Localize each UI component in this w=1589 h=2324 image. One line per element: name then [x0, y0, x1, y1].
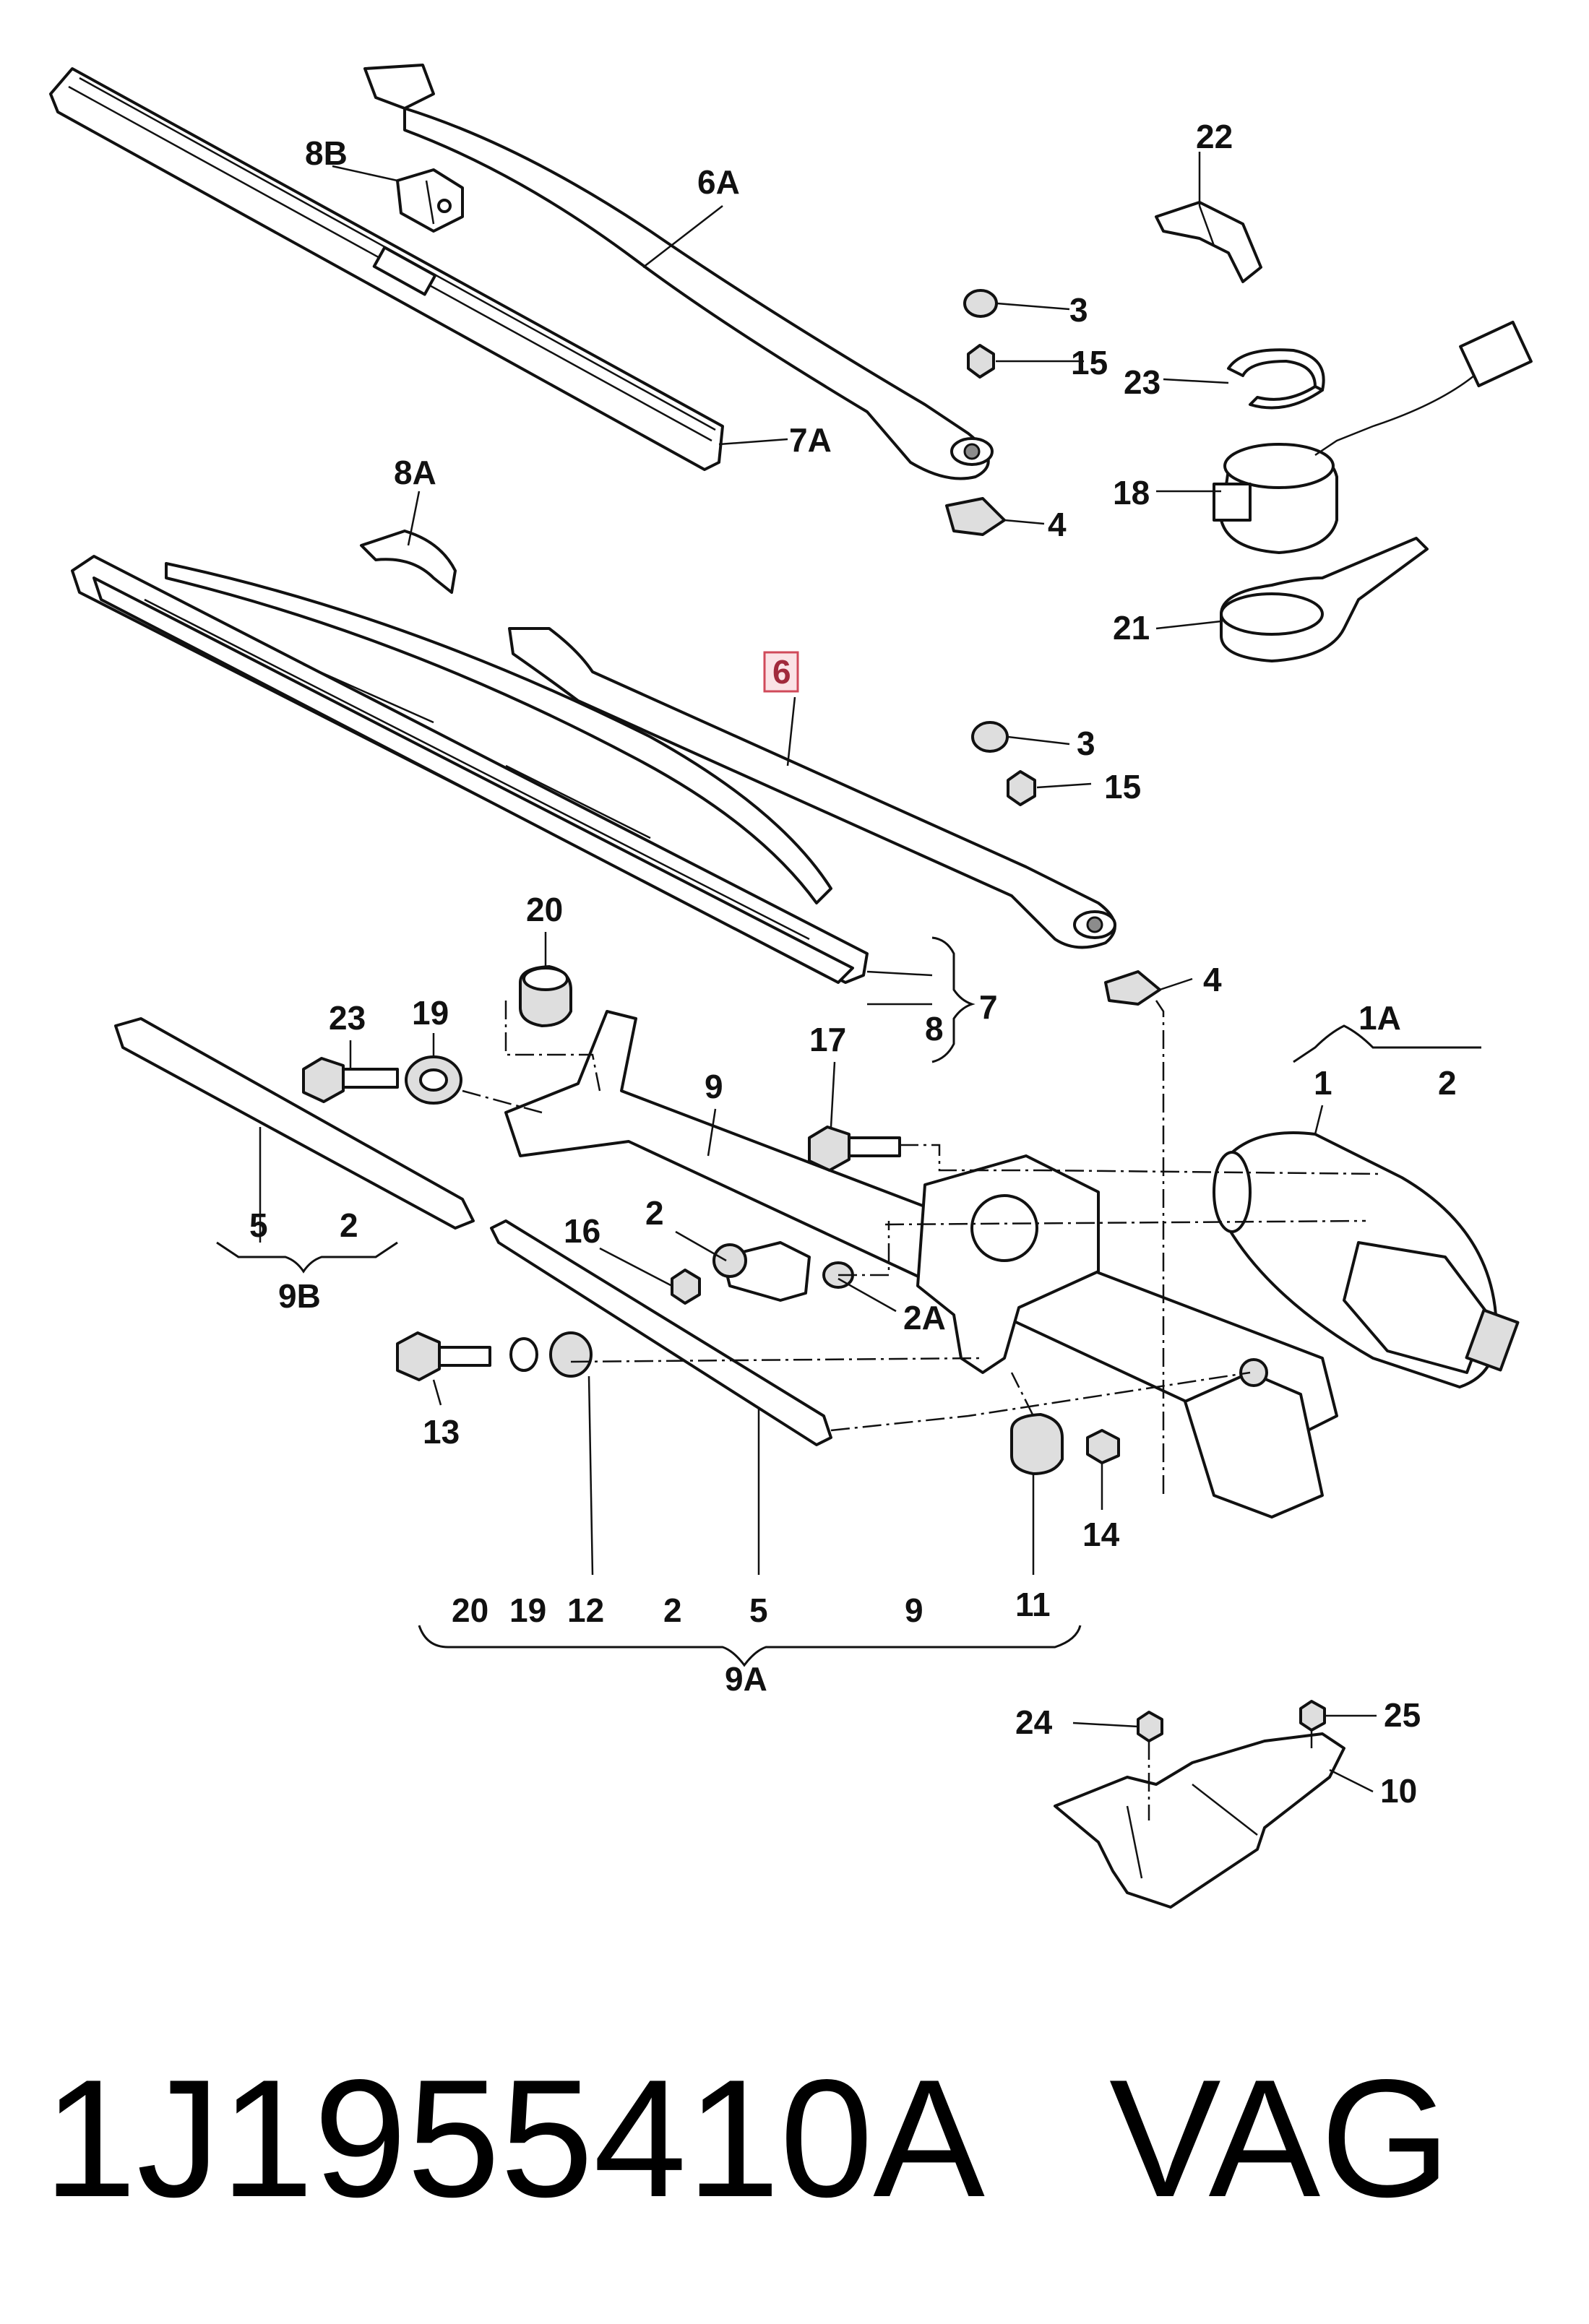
motor-cover-18: [1213, 320, 1533, 554]
callout-9a-item-12[interactable]: 12: [567, 1591, 604, 1629]
bracket-22: [1155, 201, 1262, 283]
callout-1[interactable]: 1: [1314, 1064, 1332, 1102]
callout-8[interactable]: 8: [925, 1010, 944, 1047]
bushing-19: [405, 1055, 462, 1105]
callout-1a[interactable]: 1A: [1358, 999, 1401, 1037]
callout-labels: 8B 6A 22 3 15 23 7A 8A 18 4 21 6 3 15 20…: [249, 118, 1457, 1810]
callout-9a-item-9[interactable]: 9: [905, 1591, 923, 1629]
bolt-13: [396, 1331, 491, 1381]
nut-24: [1137, 1711, 1163, 1742]
callout-4-top[interactable]: 4: [1048, 506, 1067, 543]
callout-6a[interactable]: 6A: [697, 163, 740, 201]
rod-9b: [114, 1017, 475, 1230]
callout-25[interactable]: 25: [1384, 1696, 1421, 1734]
callout-3-top[interactable]: 3: [1069, 291, 1088, 329]
leader-lines: [259, 152, 1377, 1793]
callout-9a-item-11[interactable]: 11: [1015, 1586, 1051, 1623]
clip-8a: [360, 530, 457, 594]
wiper-blade-8: [71, 555, 869, 984]
callout-2a[interactable]: 2A: [903, 1299, 946, 1336]
nut-15-mid: [1007, 770, 1036, 806]
callout-16[interactable]: 16: [564, 1212, 600, 1250]
callout-2-right[interactable]: 2: [1438, 1064, 1457, 1102]
washer-4-mid: [1104, 970, 1161, 1006]
callout-9a-item-2[interactable]: 2: [663, 1591, 682, 1629]
callout-2-mid[interactable]: 2: [645, 1194, 664, 1232]
callout-21[interactable]: 21: [1113, 609, 1150, 647]
wiper-blade-7a: [49, 67, 724, 471]
bushing-11: [1010, 1413, 1064, 1475]
callout-20[interactable]: 20: [526, 891, 563, 928]
highlight-box-6: [763, 651, 799, 693]
callout-3-mid[interactable]: 3: [1077, 725, 1095, 762]
motor-cup-21: [1220, 537, 1429, 662]
callout-8a[interactable]: 8A: [394, 454, 436, 491]
cap-3-mid: [971, 721, 1009, 753]
wiper-arm-6a: [363, 64, 994, 480]
callout-9[interactable]: 9: [705, 1068, 723, 1105]
callout-9b[interactable]: 9B: [278, 1277, 321, 1315]
callout-9a-item-20[interactable]: 20: [452, 1591, 488, 1629]
nut-14: [1086, 1429, 1120, 1464]
callout-9a[interactable]: 9A: [725, 1660, 767, 1698]
callout-8b[interactable]: 8B: [305, 134, 348, 172]
nut-25: [1299, 1700, 1326, 1732]
wiper-arm-6: [508, 627, 1116, 949]
crank-2: [712, 1241, 811, 1302]
callout-13[interactable]: 13: [423, 1413, 460, 1451]
assembly-dashed-lines: [462, 1000, 1381, 1820]
drive-rod-9a-5: [490, 1219, 832, 1446]
callout-5-left[interactable]: 5: [249, 1206, 268, 1244]
bushing-12b: [549, 1331, 593, 1378]
callout-22[interactable]: 22: [1196, 118, 1233, 155]
callout-2-left[interactable]: 2: [340, 1206, 358, 1244]
callout-23-top[interactable]: 23: [1124, 363, 1160, 401]
nut-16: [671, 1269, 701, 1305]
callout-4-mid[interactable]: 4: [1203, 961, 1222, 998]
callout-7a[interactable]: 7A: [789, 421, 832, 459]
wiper-blade-spoiler: [165, 562, 832, 904]
washer-12: [509, 1337, 538, 1372]
linkage-frame-9: [504, 1010, 1338, 1519]
bolt-23-left: [302, 1057, 399, 1103]
footer-part-number: 1J1955410A: [43, 2045, 985, 2232]
footer-brand: VAG: [1109, 2045, 1451, 2232]
washer-4-top: [945, 497, 1006, 536]
callout-18[interactable]: 18: [1113, 474, 1150, 511]
callout-9a-item-19[interactable]: 19: [509, 1591, 546, 1629]
callout-14[interactable]: 14: [1082, 1516, 1120, 1553]
callout-7[interactable]: 7: [979, 988, 998, 1026]
callout-15-mid[interactable]: 15: [1104, 768, 1141, 805]
callout-23-left[interactable]: 23: [329, 999, 366, 1037]
bushing-20: [519, 965, 572, 1027]
callout-9a-item-5[interactable]: 5: [749, 1591, 768, 1629]
bolt-17: [808, 1126, 901, 1172]
callout-24[interactable]: 24: [1015, 1703, 1053, 1741]
callout-6[interactable]: 6: [772, 653, 791, 691]
cap-3-top: [963, 289, 998, 318]
callout-10[interactable]: 10: [1380, 1772, 1417, 1810]
bracket-10: [1054, 1732, 1345, 1909]
wiper-motor-1: [1213, 1131, 1520, 1388]
callout-17[interactable]: 17: [809, 1021, 846, 1058]
callout-19[interactable]: 19: [412, 994, 449, 1032]
callout-15-top[interactable]: 15: [1071, 344, 1108, 381]
group-brackets: [216, 936, 1481, 1667]
nut-15-top: [967, 344, 995, 379]
clamp-ring-23: [1227, 348, 1325, 410]
clip-8b: [396, 168, 464, 233]
